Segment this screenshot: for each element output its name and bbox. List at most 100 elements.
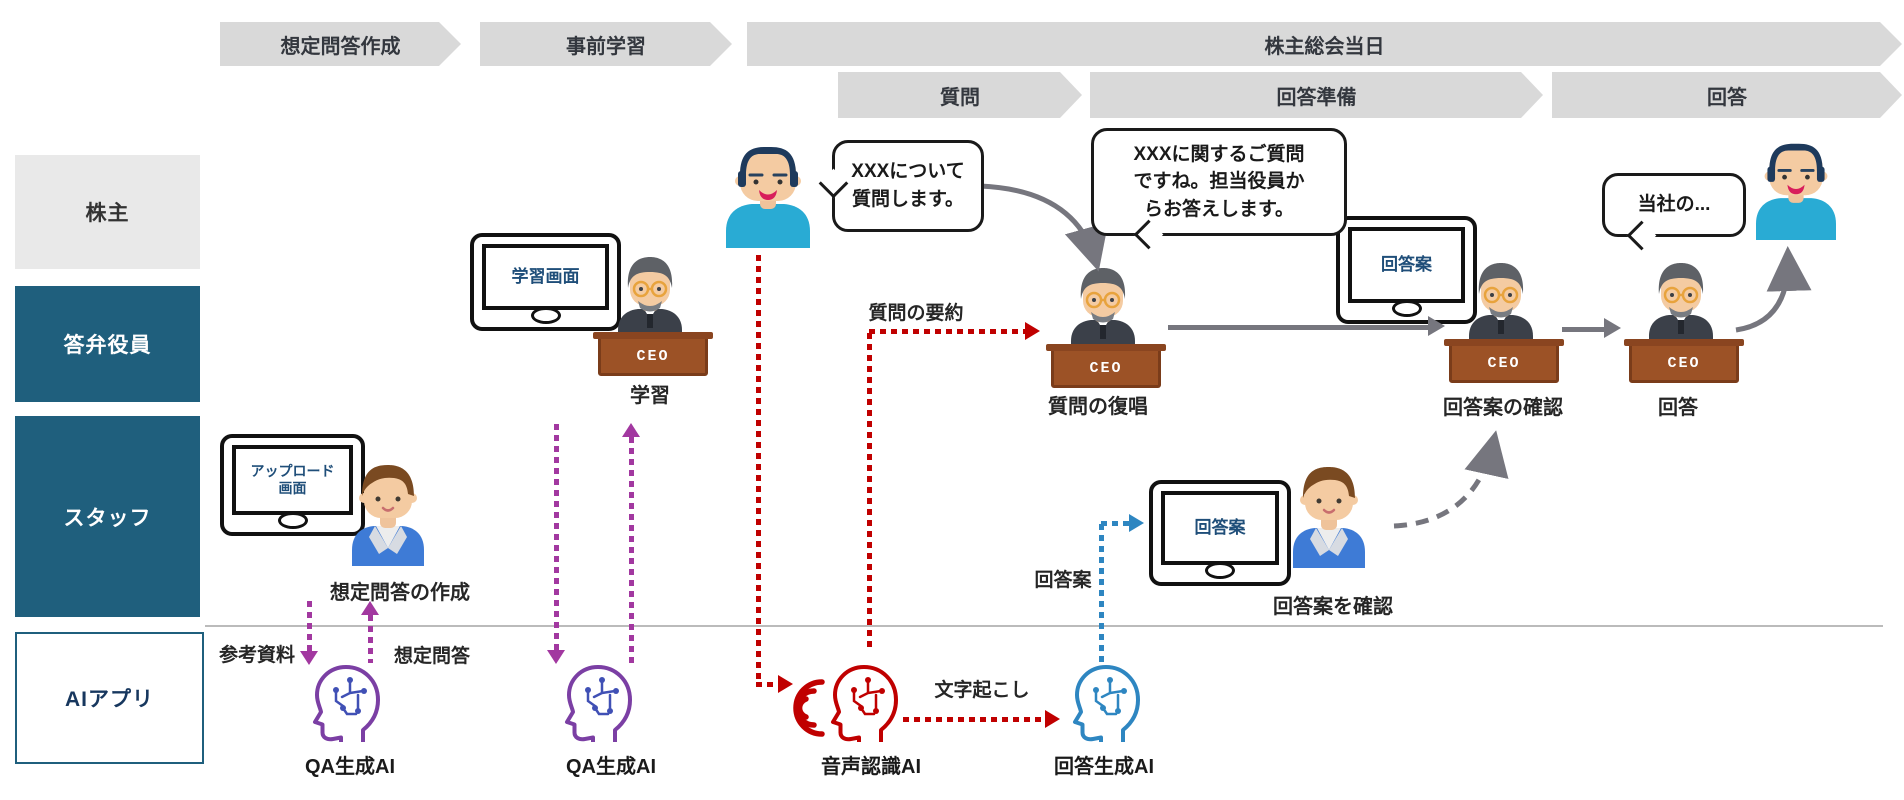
bubble-line1: XXXに関するご質問 — [1133, 143, 1305, 165]
qa-generation-ai-label-2: QA生成AI — [566, 756, 656, 778]
lane-label: スタッフ — [63, 506, 152, 530]
ceo-avatar-check — [1469, 263, 1533, 346]
arrow-summary-vline — [867, 333, 872, 647]
caption-learning: 学習 — [630, 385, 670, 407]
answer-generation-ai-label: 回答生成AI — [1054, 756, 1154, 778]
arrow-learning-upload-line — [629, 437, 634, 663]
podium-learning: CEO — [593, 332, 713, 376]
ceo-avatar-learning — [618, 257, 682, 340]
arrow-anticipated-qa-line — [368, 615, 373, 663]
lane-ai-app: AIアプリ — [15, 632, 204, 764]
lane-label: AIアプリ — [65, 688, 154, 711]
monitor-text: 回答案 — [1381, 255, 1432, 275]
podium-label: CEO — [636, 347, 670, 365]
arrow-repeat-to-check-head — [1428, 316, 1445, 336]
lane-separator-line — [205, 625, 1883, 627]
lane-label: 株主 — [85, 202, 130, 225]
monitor-stand — [277, 512, 308, 529]
arrow-voice-to-ai-head — [778, 675, 793, 693]
lane-executives: 答弁役員 — [15, 286, 200, 402]
subphase-label: 質問 — [940, 86, 980, 109]
caption-repeat-question: 質問の復唱 — [1048, 396, 1148, 418]
speech-recognition-ai-label: 音声認識AI — [821, 756, 921, 778]
arrow-voice-to-ai-vline — [756, 255, 761, 684]
arrow-learning-upload-head — [622, 423, 640, 437]
phase-chevron-pre-learning: 事前学習 — [480, 22, 732, 66]
arrow-draft-answer-vline — [1099, 524, 1104, 662]
shareholder-avatar-question — [726, 147, 810, 248]
caption-staff-check-draft: 回答案を確認 — [1273, 596, 1393, 618]
flow-label-anticipated-qa: 想定問答 — [393, 646, 471, 667]
answer-generation-ai-icon — [1073, 665, 1140, 742]
monitor-text: 回答案 — [1194, 518, 1246, 538]
subphase-chevron-answer: 回答 — [1552, 72, 1902, 118]
caption-answer: 回答 — [1658, 397, 1698, 419]
qa-generation-ai-label-1: QA生成AI — [305, 756, 395, 778]
phase-label: 事前学習 — [566, 35, 646, 58]
arrow-voice-to-ai-hline — [756, 682, 778, 687]
arrow-anticipated-qa-head — [361, 601, 379, 615]
arrow-summary-head — [1025, 322, 1040, 340]
sound-waves-icon — [793, 679, 825, 737]
podium-check: CEO — [1444, 339, 1564, 383]
caption-exec-check-draft: 回答案の確認 — [1443, 397, 1563, 419]
arrow-transcription-line — [903, 717, 1045, 722]
bubble-text: 当社の... — [1637, 194, 1711, 216]
arrow-check-to-answer-line — [1562, 327, 1604, 332]
monitor-stand — [1391, 300, 1422, 317]
learning-screen-monitor: 学習画面 — [470, 233, 621, 331]
monitor-screen: 回答案 — [1161, 491, 1279, 565]
lane-staff: スタッフ — [15, 416, 200, 617]
arrow-summary-hline — [869, 329, 1025, 334]
flow-label-reference-docs: 参考資料 — [218, 645, 296, 666]
bubble-line2: 質問します。 — [851, 189, 965, 210]
bubble-line3: らお答えします。 — [1143, 198, 1295, 220]
draft-answer-monitor-staff: 回答案 — [1149, 480, 1291, 586]
podium-label: CEO — [1667, 354, 1701, 372]
arrow-answer-curve — [1735, 246, 1812, 333]
monitor-screen: 回答案 — [1348, 227, 1465, 303]
qa-generation-ai-icon-1 — [313, 665, 380, 742]
speech-bubble-answer: 当社の... — [1602, 173, 1746, 251]
ceo-avatar-repeat — [1071, 268, 1135, 351]
arrow-reference-docs-head — [300, 651, 318, 665]
caption-create-qa: 想定問答の作成 — [330, 582, 470, 604]
bubble-line2: ですね。担当役員か — [1133, 171, 1305, 193]
podium-answer: CEO — [1624, 339, 1744, 383]
monitor-text: 学習画面 — [511, 267, 580, 287]
lane-label: 答弁役員 — [63, 334, 152, 357]
monitor-text-line2: 画面 — [278, 480, 307, 496]
subphase-label: 回答 — [1707, 86, 1747, 109]
arrow-learning-download-line — [554, 424, 559, 650]
phase-label: 株主総会当日 — [1264, 35, 1385, 58]
podium-repeat: CEO — [1046, 344, 1166, 388]
podium-label: CEO — [1487, 354, 1521, 372]
upload-screen-monitor: アップロード 画面 — [220, 434, 365, 536]
bubble-line1: XXXについて — [851, 161, 965, 183]
arrow-draft-answer-head — [1129, 514, 1144, 532]
arrow-check-to-answer-head — [1604, 318, 1621, 338]
lane-shareholder: 株主 — [15, 155, 200, 269]
phase-chevron-create-qa: 想定問答作成 — [220, 22, 461, 66]
arrow-draft-answer-hline — [1101, 521, 1129, 526]
speech-bubble-repeat: XXXに関するご質問 ですね。担当役員か らお答えします。 — [1091, 128, 1347, 250]
arrow-staff-to-exec-curve — [1393, 430, 1509, 529]
shareholder-avatar-listening — [1756, 143, 1836, 240]
arrow-question-curve — [979, 183, 1109, 272]
speech-bubble-question: XXXについて 質問します。 — [818, 140, 984, 232]
bubble-tail — [818, 168, 849, 199]
subphase-label: 回答準備 — [1276, 86, 1357, 109]
qa-generation-ai-icon-2 — [565, 665, 632, 742]
staff-avatar-check-draft — [1293, 467, 1365, 568]
subphase-chevron-question: 質問 — [838, 72, 1082, 118]
staff-avatar-create-qa — [352, 465, 424, 566]
monitor-screen: アップロード 画面 — [232, 445, 353, 515]
bubble-tail — [1133, 219, 1164, 250]
flow-label-transcription: 文字起こし — [934, 680, 1030, 701]
arrow-transcription-head — [1045, 710, 1060, 728]
subphase-chevron-answer-prep: 回答準備 — [1090, 72, 1543, 118]
bubble-tail — [1626, 220, 1657, 251]
monitor-text-line1: アップロード — [250, 462, 335, 479]
arrow-reference-docs-line — [307, 601, 312, 651]
monitor-stand — [530, 307, 561, 324]
